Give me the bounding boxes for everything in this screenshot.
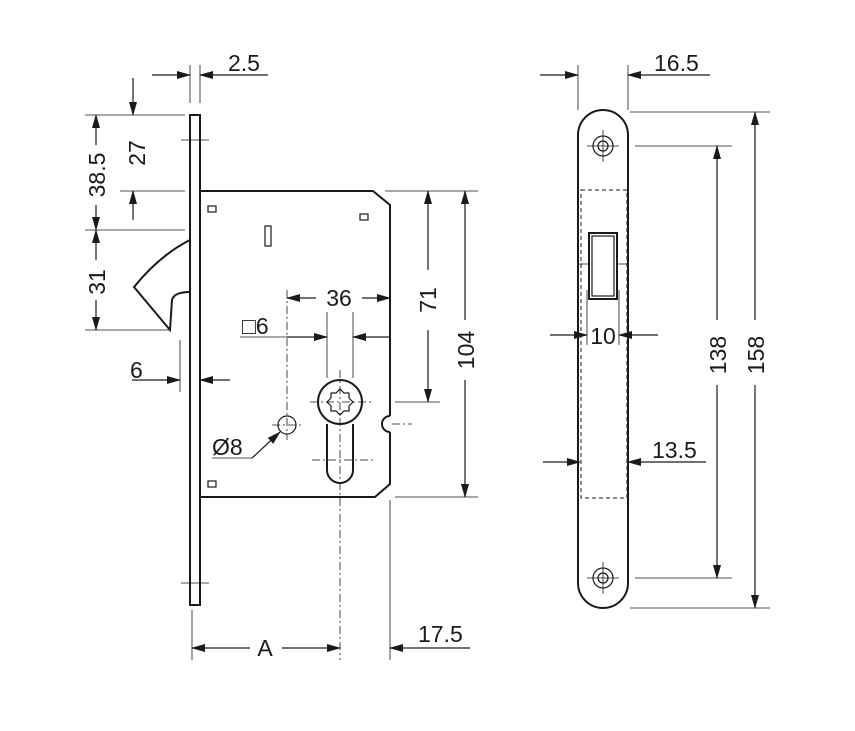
dim-top-to-latch: 38.5: [84, 153, 110, 198]
dim-spindle-to-edge: 36: [326, 285, 352, 311]
faceplate-outline: [577, 109, 629, 609]
screw-hole-top: [587, 130, 619, 162]
slot-marker: [264, 225, 272, 247]
body-square: [359, 213, 369, 221]
dim-body-offset: 17.5: [418, 621, 463, 647]
body-square: [207, 480, 217, 488]
dim-faceplate-thickness: 2.5: [228, 50, 260, 76]
body-outline-hidden: [580, 189, 628, 499]
faceplate: [189, 114, 201, 606]
dim-backset: A: [257, 635, 273, 661]
dim-faceplate-length: 158: [743, 336, 769, 374]
dim-fixing-hole: Ø8: [212, 434, 243, 460]
lock-side-view: [132, 114, 412, 660]
dim-faceplate-width: 16.5: [654, 50, 699, 76]
latch-opening: [588, 232, 618, 300]
front-view-dimensions: 16.5 10 13.5 138 158: [540, 50, 770, 609]
spindle-square: [326, 388, 354, 416]
dim-spindle-square: □6: [242, 313, 269, 339]
body-square: [207, 205, 217, 213]
faceplate-front-view: [577, 109, 629, 609]
dim-latch-height: 31: [84, 269, 110, 295]
dim-spindle-to-cylinder: 71: [415, 287, 441, 313]
dim-body-height: 104: [453, 331, 479, 370]
dim-latch-width: 10: [590, 323, 616, 349]
side-view-dimensions: 2.5 27 38.5 31 6 36 □6 Ø8: [84, 50, 479, 661]
lock-body: [200, 190, 391, 498]
dim-screw-centres: 138: [705, 336, 731, 374]
dim-body-width: 13.5: [652, 437, 697, 463]
cylinder-notch: [381, 415, 391, 433]
dim-latch-projection: 6: [130, 357, 143, 383]
screw-hole-bottom: [587, 562, 619, 594]
dim-top-to-bolt: 27: [124, 140, 150, 166]
latch-bolt: [132, 239, 191, 333]
